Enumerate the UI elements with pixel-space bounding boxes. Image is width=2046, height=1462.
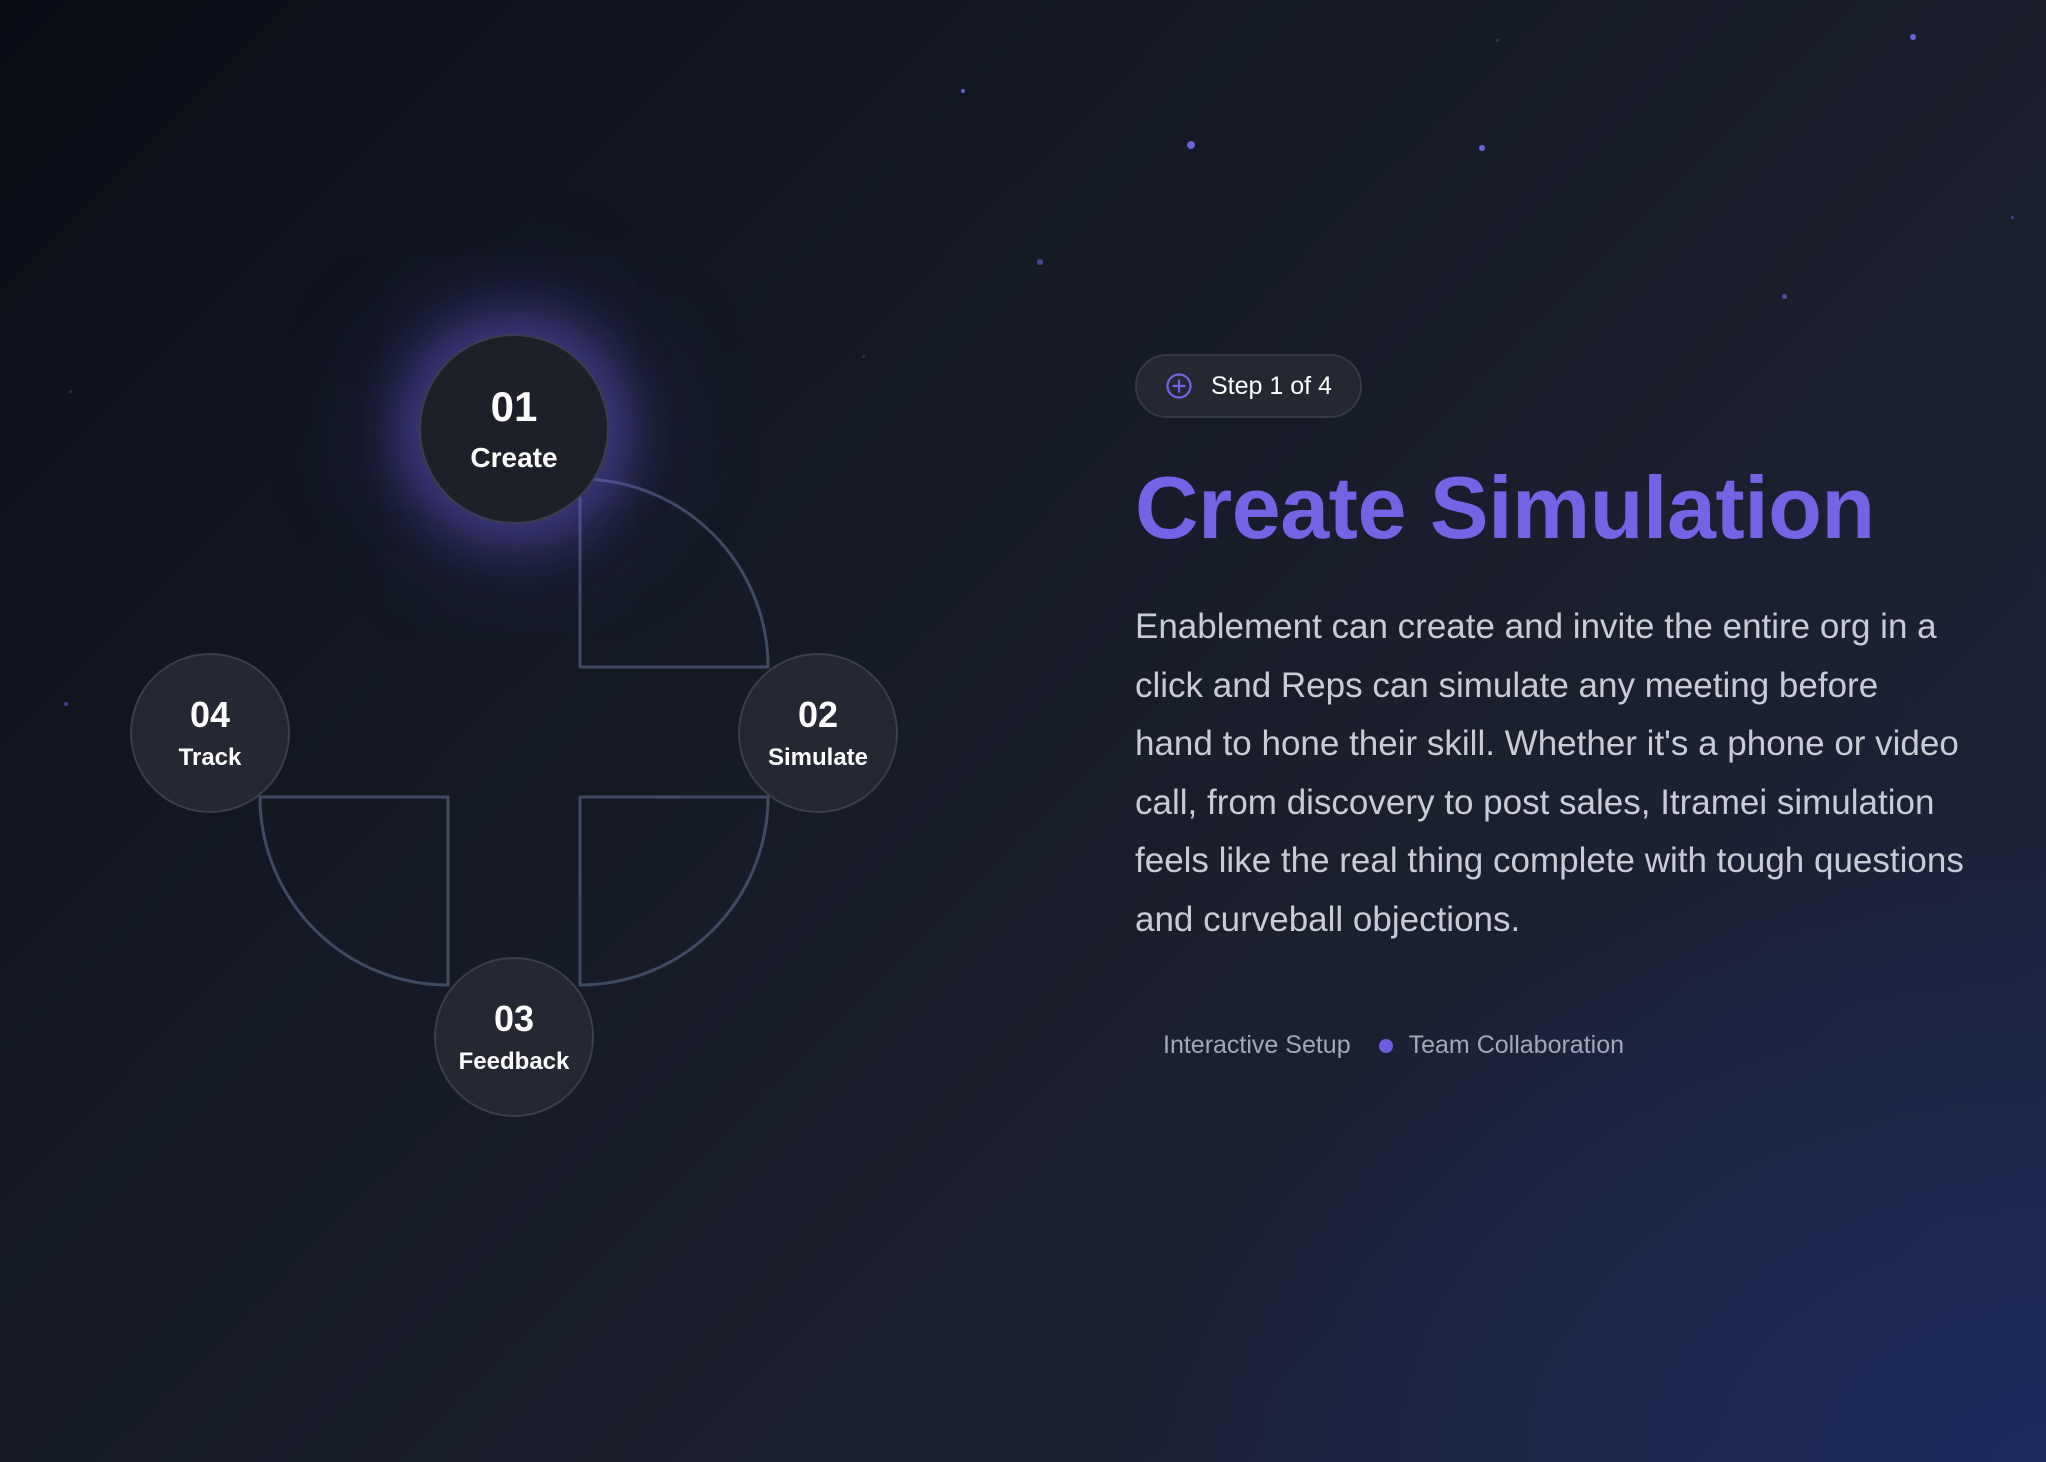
background-star [1037, 259, 1043, 265]
page-title: Create Simulation [1135, 458, 1875, 557]
background-star [2011, 216, 2014, 219]
feature-tag: Interactive Setup [1163, 1031, 1351, 1059]
background-star [862, 355, 865, 358]
background-star [1187, 141, 1195, 149]
background-star [1910, 34, 1916, 40]
plus-circle-icon [1166, 373, 1192, 399]
connector-lines [258, 477, 770, 987]
step-number: 04 [189, 693, 231, 735]
background-star [961, 89, 965, 93]
step-indicator-badge: Step 1 of 4 [1135, 354, 1362, 418]
step-label: Simulate [767, 743, 869, 771]
step-node-feedback[interactable]: 03 Feedback [434, 957, 594, 1117]
connector-simulate-feedback [578, 795, 770, 987]
background-star [1496, 39, 1499, 42]
feature-tags: Interactive Setup Team Collaboration [1163, 1031, 1965, 1060]
background-star [69, 390, 72, 393]
step-detail-panel: Step 1 of 4 Create Simulation Enablement… [1135, 354, 1965, 1060]
background-star [1782, 294, 1787, 299]
background-star [1479, 145, 1485, 151]
feature-tag: Team Collaboration [1408, 1031, 1625, 1059]
step-label: Create [470, 442, 558, 473]
step-node-simulate[interactable]: 02 Simulate [738, 653, 898, 813]
background-star [64, 702, 68, 706]
step-label: Feedback [458, 1047, 570, 1075]
connector-feedback-track [258, 795, 450, 987]
step-indicator-text: Step 1 of 4 [1211, 371, 1332, 400]
step-node-track[interactable]: 04 Track [130, 653, 290, 813]
step-label: Track [178, 743, 242, 771]
step-number: 01 [490, 383, 538, 430]
step-number: 02 [797, 693, 839, 735]
tag-separator-dot [1378, 1038, 1393, 1053]
process-cycle-diagram: 01 Create 02 Simulate 03 Feedback 04 Tra… [0, 0, 1000, 1462]
connector-create-simulate [578, 477, 770, 669]
step-description: Enablement can create and invite the ent… [1135, 607, 1964, 939]
step-node-create[interactable]: 01 Create [419, 334, 609, 524]
step-number: 03 [493, 997, 535, 1039]
